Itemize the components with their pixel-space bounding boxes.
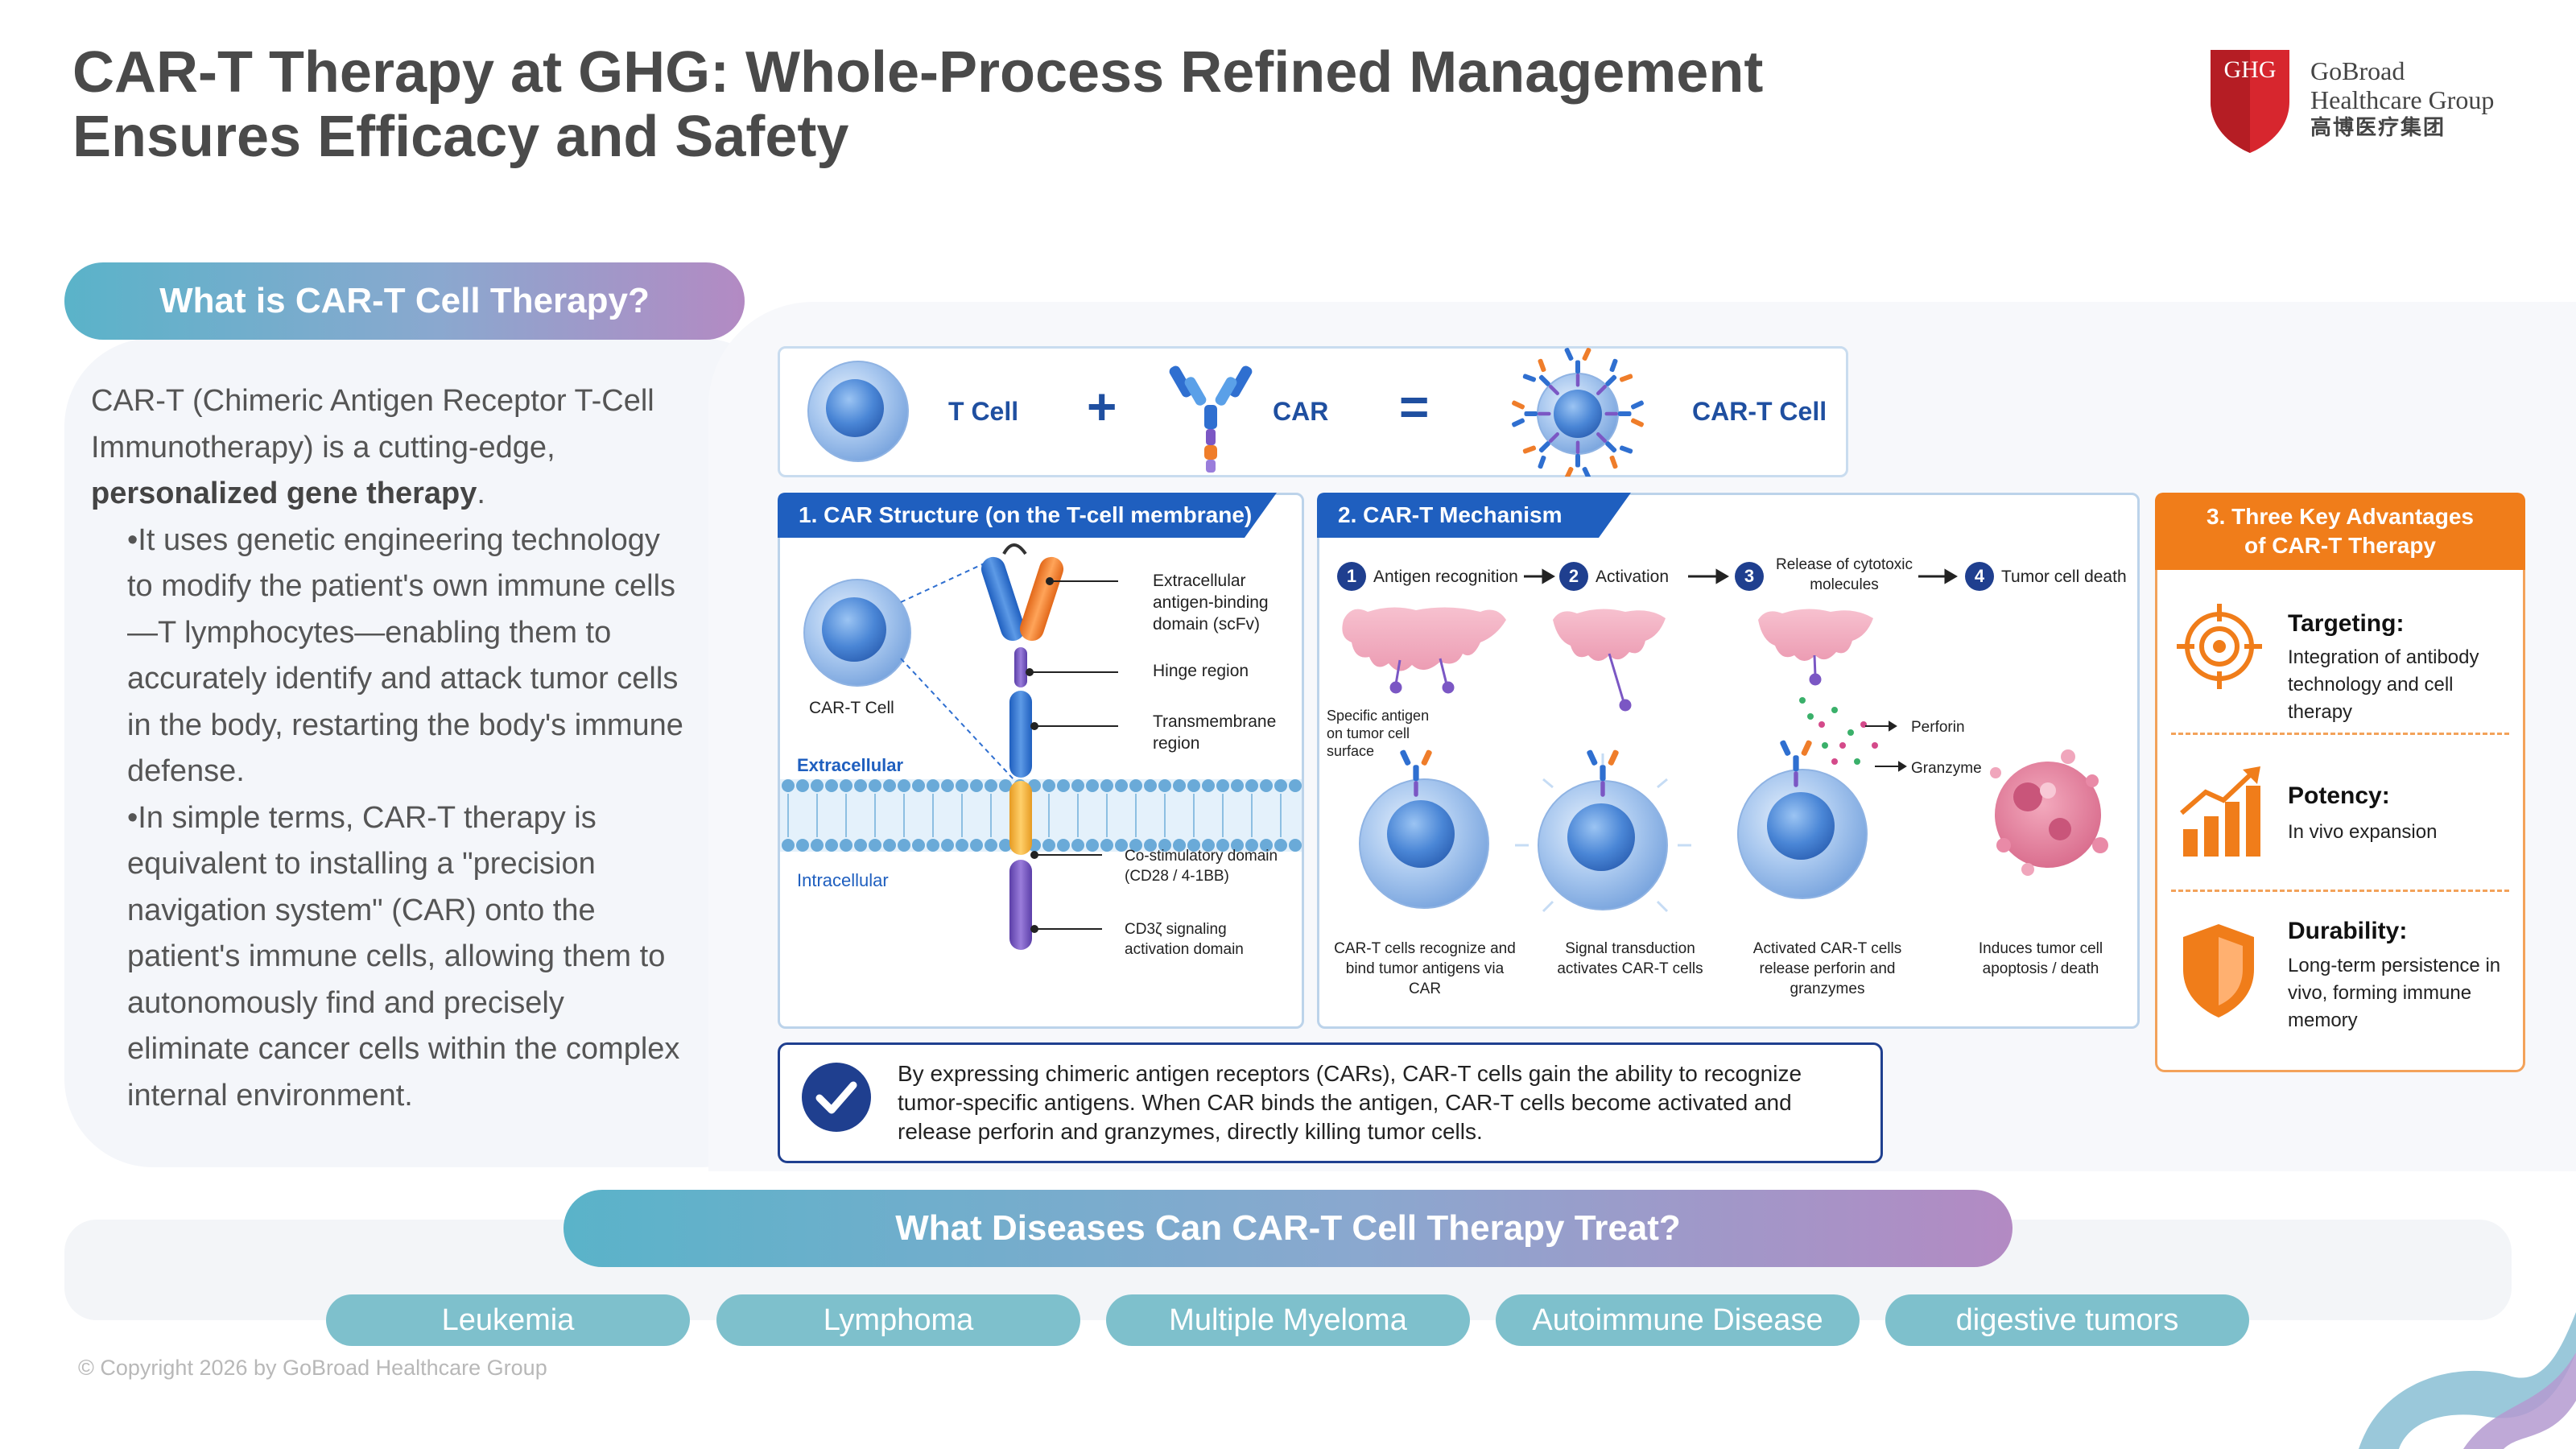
growth-chart-icon xyxy=(2180,766,2260,857)
advantage-1-title: Targeting: xyxy=(2288,610,2405,637)
cart-cell-label: CAR-T Cell xyxy=(1692,397,1827,426)
advantage-divider-2 xyxy=(2171,890,2509,892)
intro-panel-background xyxy=(64,338,789,1167)
advantage-3-title: Durability: xyxy=(2288,918,2408,944)
corner-swoosh-decoration xyxy=(2359,1312,2576,1449)
mechanism-caption-4: Induces tumor cell apoptosis / death xyxy=(1978,940,2103,977)
advantage-1-body: Integration of antibody technology and c… xyxy=(2288,646,2479,723)
checkmark-icon xyxy=(802,1063,871,1132)
logo-badge-text: GHG xyxy=(2224,56,2277,83)
part-hinge-label: Hinge region xyxy=(1153,662,1249,680)
part-transmembrane-label: Transmembrane region xyxy=(1153,712,1277,753)
car-structure-heading: 1. CAR Structure (on the T-cell membrane… xyxy=(799,502,1253,527)
part-cd3z-label: CD3ζ signaling activation domain xyxy=(1125,921,1244,958)
step-1-number: 1 xyxy=(1346,566,1357,586)
plus-sign: + xyxy=(1087,378,1117,436)
structure-cell-label: CAR-T Cell xyxy=(809,699,894,717)
intro-bullet-2: •In simple terms, CAR-T therapy is equiv… xyxy=(127,800,680,1113)
advantages-heading-line-2: of CAR-T Therapy xyxy=(2244,533,2436,558)
intro-plain-text: CAR-T (Chimeric Antigen Receptor T-Cell … xyxy=(91,384,654,464)
step-1-label: Antigen recognition xyxy=(1373,568,1518,586)
step-2-label: Activation xyxy=(1596,568,1670,586)
title-line-1: CAR-T Therapy at GHG: Whole-Process Refi… xyxy=(72,40,1764,105)
disease-pill-lymphoma: Lymphoma xyxy=(716,1294,1080,1346)
antigen-note: Specific antigen on tumor cell surface xyxy=(1327,708,1430,759)
cart-cell-icon xyxy=(1511,348,1645,477)
copyright-notice: © Copyright 2026 by GoBroad Healthcare G… xyxy=(78,1356,547,1380)
mechanism-steps-row xyxy=(1337,562,1994,591)
intro-bullet-1: •It uses genetic engineering technology … xyxy=(127,522,683,789)
disease-pill-autoimmune: Autoimmune Disease xyxy=(1496,1294,1860,1346)
step-3-number: 3 xyxy=(1744,566,1755,586)
car-structure-header-bg xyxy=(778,493,1277,538)
cart-equation-box xyxy=(778,346,1848,477)
summary-box xyxy=(778,1042,1883,1163)
equals-sign: = xyxy=(1399,378,1430,436)
shield-icon xyxy=(2183,924,2254,1018)
disease-pill-leukemia: Leukemia xyxy=(326,1294,690,1346)
advantage-3-body: Long-term persistence in vivo, forming i… xyxy=(2288,955,2501,1031)
step-2-number: 2 xyxy=(1568,566,1579,586)
car-structure-diagram xyxy=(780,543,1302,950)
advantages-header: 3. Three Key Advantages of CAR-T Therapy xyxy=(2155,493,2525,570)
logo-wordmark: GoBroad Healthcare Group 高博医疗集团 xyxy=(2310,56,2494,142)
car-label: CAR xyxy=(1273,397,1329,426)
disease-pill-multiple-myeloma: Multiple Myeloma xyxy=(1106,1294,1470,1346)
mechanism-caption-2: Signal transduction activates CAR-T cell… xyxy=(1557,940,1703,977)
perforin-label: Perforin xyxy=(1911,719,1965,736)
t-cell-icon xyxy=(807,361,909,462)
mechanism-caption-3: Activated CAR-T cells release perforin a… xyxy=(1752,940,1902,997)
mechanism-header-bg xyxy=(1317,493,1631,538)
advantage-2-body: In vivo expansion xyxy=(2288,821,2438,843)
logo-name-line-2: Healthcare Group xyxy=(2310,85,2495,114)
disease-pill-digestive-tumors: digestive tumors xyxy=(1885,1294,2249,1346)
advantage-divider-1 xyxy=(2171,733,2509,735)
advantage-2-title: Potency: xyxy=(2288,782,2390,809)
intro-bold-text: personalized gene therapy xyxy=(91,477,477,510)
ghg-logo-shield-icon: GHG xyxy=(2211,50,2289,153)
step-4-number: 4 xyxy=(1974,566,1985,586)
target-icon xyxy=(2177,604,2262,689)
mechanism-caption-1: CAR-T cells recognize and bind tumor ant… xyxy=(1334,940,1516,997)
extracellular-label: Extracellular xyxy=(797,755,904,775)
intracellular-label: Intracellular xyxy=(797,870,889,890)
car-receptor-icon xyxy=(1169,365,1253,473)
mechanism-illustration xyxy=(1342,607,2108,913)
logo-chinese-name: 高博医疗集团 xyxy=(2310,116,2446,139)
step-4-label: Tumor cell death xyxy=(2001,568,2127,586)
intro-end-text: . xyxy=(477,477,485,510)
cart-mechanism-section xyxy=(1317,493,2140,1029)
summary-text: By expressing chimeric antigen receptors… xyxy=(898,1061,1802,1144)
diseases-heading: What Diseases Can CAR-T Cell Therapy Tre… xyxy=(564,1190,2013,1267)
intro-text: CAR-T (Chimeric Antigen Receptor T-Cell … xyxy=(91,378,687,1119)
step-3-label: Release of cytotoxic molecules xyxy=(1775,556,1913,593)
intro-paragraph: CAR-T (Chimeric Antigen Receptor T-Cell … xyxy=(91,378,687,518)
part-costimulatory-label: Co-stimulatory domain (CD28 / 4-1BB) xyxy=(1125,848,1278,885)
logo-name-line-1: GoBroad xyxy=(2310,56,2405,85)
t-cell-label: T Cell xyxy=(948,397,1019,426)
page-title: CAR-T Therapy at GHG: Whole-Process Refi… xyxy=(72,40,1763,169)
part-scfv-label: Extracellular antigen-binding domain (sc… xyxy=(1153,572,1269,634)
granzyme-label: Granzyme xyxy=(1911,760,1982,777)
what-is-cart-heading: What is CAR-T Cell Therapy? xyxy=(64,262,745,340)
mechanism-heading: 2. CAR-T Mechanism xyxy=(1338,502,1563,527)
advantages-heading-line-1: 3. Three Key Advantages xyxy=(2207,504,2474,529)
title-line-2: Ensures Efficacy and Safety xyxy=(72,105,849,169)
